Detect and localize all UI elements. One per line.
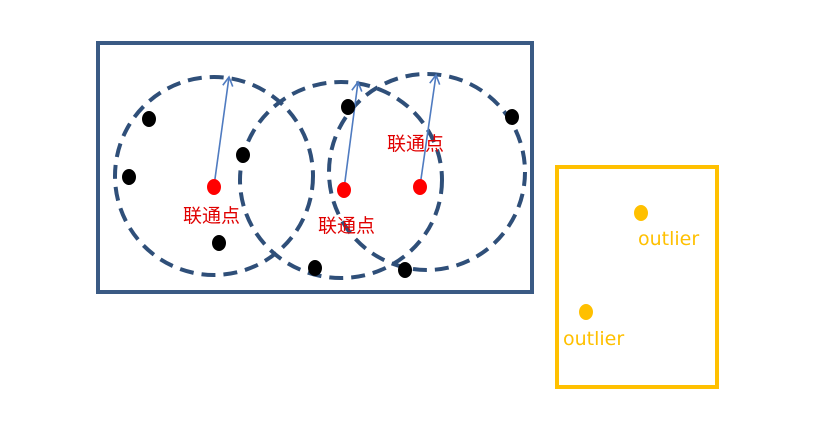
outlier-label-2: outlier — [563, 328, 624, 350]
core-point-3 — [413, 179, 427, 195]
neighbor-point — [142, 111, 156, 127]
outlier-point-2 — [579, 304, 593, 320]
core-label-2: 联通点 — [318, 215, 375, 237]
outlier-label-1: outlier — [638, 228, 699, 250]
neighbor-point — [212, 235, 226, 251]
radius-arrow-1 — [213, 75, 234, 187]
outlier-box — [555, 165, 719, 389]
neighbor-point — [236, 147, 250, 163]
neighborhood-circle-2 — [238, 80, 444, 280]
neighborhood-circle-1 — [113, 75, 315, 277]
outlier-point-1 — [634, 205, 648, 221]
radius-arrow-2 — [343, 80, 363, 190]
neighbor-point — [122, 169, 136, 185]
neighbor-point — [308, 260, 322, 276]
neighborhood-circle-3 — [327, 72, 527, 272]
neighbor-point — [398, 262, 412, 278]
core-point-1 — [207, 179, 221, 195]
neighbor-point — [341, 99, 355, 115]
cluster-box — [96, 41, 534, 294]
core-label-1: 联通点 — [183, 205, 240, 227]
core-point-2 — [337, 182, 351, 198]
neighbor-point — [505, 109, 519, 125]
radius-arrow-3 — [419, 73, 441, 187]
core-label-3: 联通点 — [387, 133, 444, 155]
